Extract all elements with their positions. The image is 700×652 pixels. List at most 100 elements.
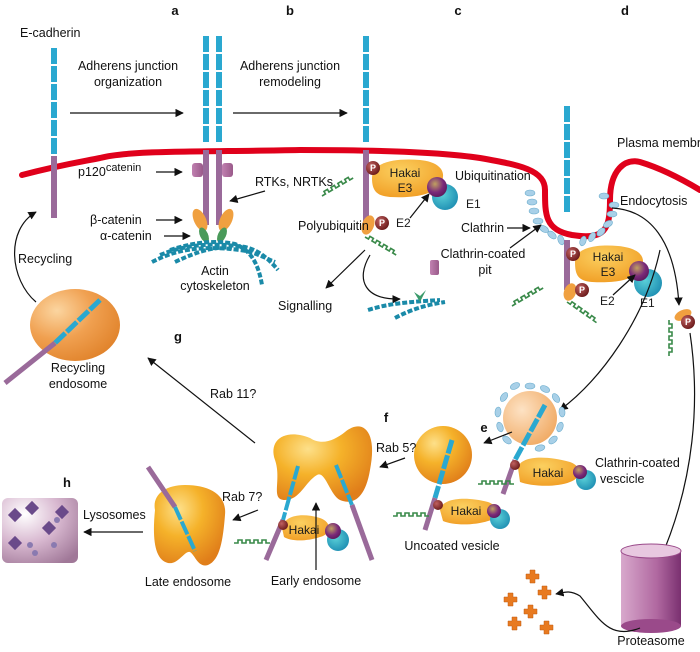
recycling-endosome-label-line2: endosome [49,377,107,391]
lysosome-contents [7,500,70,556]
panel-label-g: g [174,329,182,344]
e2-vesicle [573,465,587,479]
hakai-vesicle [518,457,579,486]
rab11-label: Rab 11? [210,387,256,401]
endocytosis-to-vesicle-arrow [559,249,661,411]
plasma-membrane-label: Plasma membrane [617,136,700,150]
e2-arrow-d [612,274,636,296]
uncoated-vesicle [414,426,472,484]
alpha-catenin-label: α-catenin [100,229,152,243]
proteasome-label: Proteasome [617,634,684,648]
signalling-arrow [325,249,366,289]
polyubiquitin-chain-c2 [364,233,399,256]
aj-organization-label-line2: organization [94,75,162,89]
hakai-uncoated [440,498,497,525]
recycling-arrow [14,211,37,303]
svg-text:P: P [370,163,376,173]
e2-label-d: E2 [600,294,615,308]
polyubiquitin-label: Polyubiquitin [298,219,369,233]
aj-remodeling-label-line1: Adherens junction [240,59,340,73]
rab5-label: Rab 5? [376,441,416,455]
phospho-site-free: P [681,315,695,329]
early-cadherin-ecto-1 [281,465,300,521]
phospho-site-d2: P [575,283,589,297]
polyubiquitin-chain-d2 [566,298,600,324]
phospho-vesicle [510,460,520,470]
p120-catenin-right [222,163,233,177]
alpha-catenin-right [217,227,227,243]
e-cadherin-monomer [51,48,57,218]
polyubiquitin-early [233,539,271,544]
e-cadherin-dimer [192,36,234,243]
e2-enzyme-c [427,177,447,197]
phospho-site-c: P [366,161,380,175]
ccp-arrow [509,224,542,249]
recycling-label: Recycling [18,252,72,266]
uncoated-cadherin-ecto [432,439,455,499]
e-cadherin-label: E-cadherin [20,26,80,40]
arrow-e [483,431,513,445]
panel-label-d: d [621,3,629,18]
alpha-catenin-c [414,290,426,302]
lysosomes-label: Lysosomes [83,508,146,522]
late-endosome-label: Late endosome [145,575,231,589]
early-endosome [273,426,373,502]
ccp-label-line1: Clathrin-coated [441,247,526,261]
early-cadherin-cyto-2 [349,504,375,561]
early-endosome-label: Early endosome [271,574,361,588]
svg-text:P: P [579,285,585,295]
uncoated-cadherin-cyto [422,497,438,531]
alpha-catenin-left [199,227,209,243]
rtks-arrow [229,190,266,203]
ccv-label-line2: vescicle [600,472,645,486]
plasma-membrane [19,146,700,240]
beta-catenin-left [192,208,208,232]
aj-remodeling-label-line2: remodeling [259,75,321,89]
svg-text:P: P [570,249,576,259]
phospho-early [278,520,288,530]
uncoated-vesicle-label: Uncoated vesicle [404,539,499,553]
hakai-label-c: Hakai [390,166,421,180]
svg-text:P: P [685,317,691,327]
rab7-label: Rab 7? [222,490,262,504]
beta-catenin-d [563,283,577,301]
e2-arrow-c [409,193,430,219]
recycling-cadherin-ecto [53,298,102,345]
e2-label-c: E2 [396,216,411,230]
arrow-f [379,457,406,469]
early-cadherin-ecto-2 [334,464,354,506]
recycling-cadherin-cyto [3,341,57,385]
late-endosome [153,485,226,566]
clathrin-label: Clathrin [461,221,504,235]
e-cadherin-ubiquitinated [363,36,369,225]
rab11-arrow [147,357,256,444]
late-cadherin-cyto [145,465,178,509]
actin-label-line2: cytoskeleton [180,279,250,293]
hakai-label-uncoated: Hakai [451,504,482,518]
endocytosis-to-degradation-arrow [611,207,683,306]
phospho-uncoated [433,500,443,510]
p120-label: p120catenin [78,162,141,179]
panel-label-e: e [480,420,487,435]
ccp-label-line2: pit [478,263,492,277]
signalling-label: Signalling [278,299,332,313]
panel-label-c: c [454,3,461,18]
actin-cytoskeleton-c [367,298,446,320]
beta-catenin-c [361,215,375,235]
panel-label-a: a [171,3,179,18]
peptide-fragments [503,569,554,635]
phospho-site-c2: P [375,216,389,230]
hakai-label-d: Hakai [593,250,624,264]
actin-label-line1: Actin [201,264,229,278]
e-cadherin-endocytosing [564,106,570,290]
e1-label-c: E1 [466,197,481,211]
rab7-arrow [232,509,259,522]
beta-catenin-label: β-catenin [90,213,142,227]
hakai-e3-c [372,159,444,198]
e2-uncoated [487,504,501,518]
hakai-label-early: Hakai [289,523,320,537]
p120-catenin-free [430,260,439,275]
vesicle-cadherin-ecto [512,403,548,462]
panel-label-b: b [286,3,294,18]
